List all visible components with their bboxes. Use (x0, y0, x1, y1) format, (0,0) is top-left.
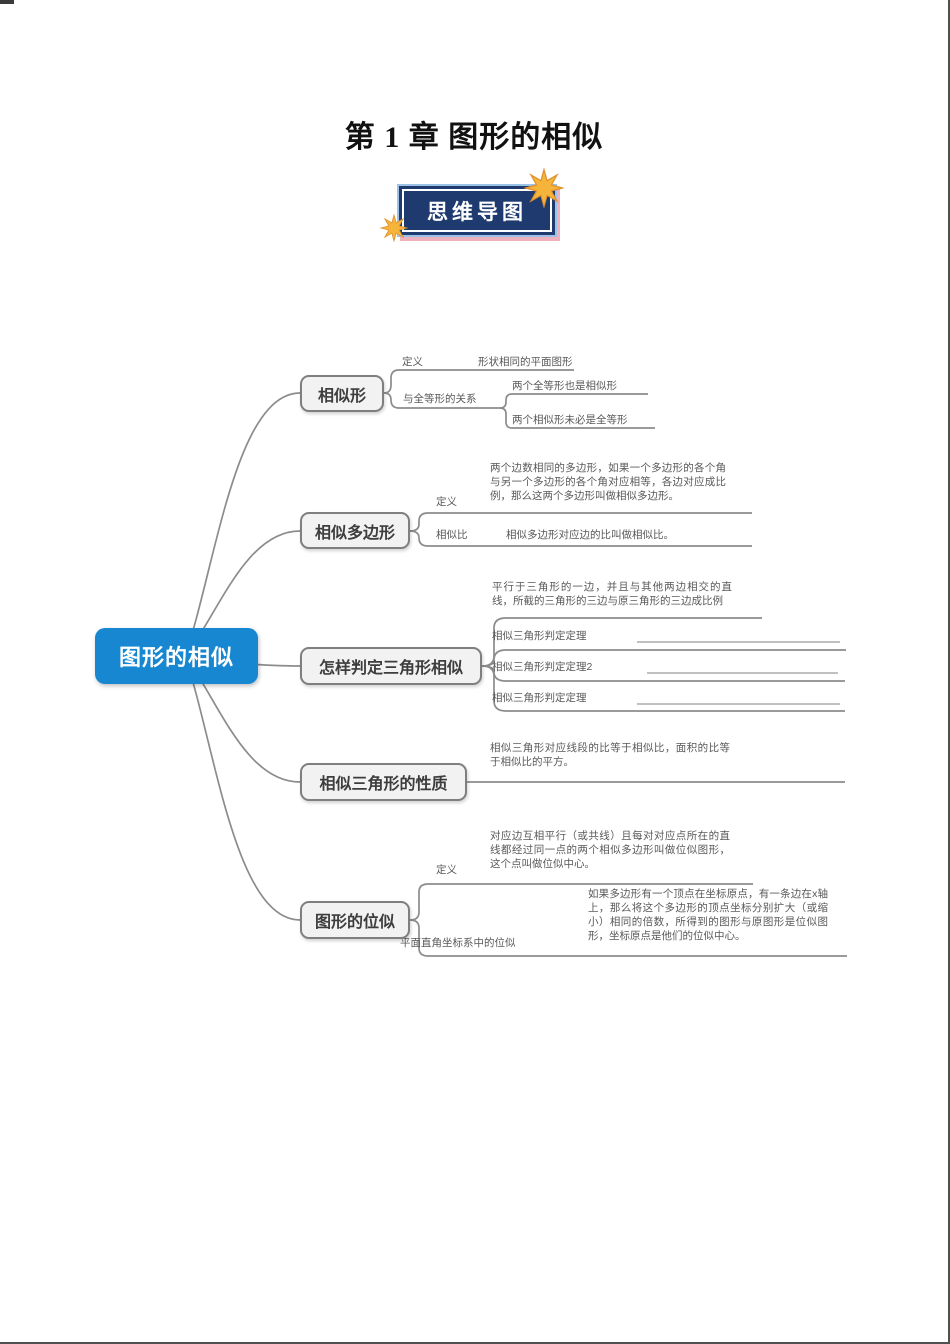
b2-ratio-text: 相似多边形对应边的比叫做相似比。 (506, 529, 674, 541)
b1-definition-text: 形状相同的平面图形 (478, 356, 573, 368)
b1-relation-child2: 两个相似形未必是全等形 (512, 414, 628, 426)
b1-relation-child1: 两个全等形也是相似形 (512, 380, 617, 392)
b5-definition-label: 定义 (436, 864, 457, 876)
branch-node-similar-shapes: 相似形 (300, 375, 384, 412)
branch-node-triangle-similarity-tests: 怎样判定三角形相似 (300, 647, 482, 685)
branch-node-similar-triangle-properties: 相似三角形的性质 (300, 763, 467, 801)
mindmap-root-node: 图形的相似 (95, 628, 258, 684)
b4-property-text: 相似三角形对应线段的比等于相似比，面积的比等于相似比的平方。 (490, 742, 730, 768)
b5-coordinate-label: 平面直角坐标系中的位似 (400, 937, 516, 949)
b2-definition-text: 两个边数相同的多边形，如果一个多边形的各个角与另一个多边形的各个角对应相等，各边… (490, 462, 726, 502)
b1-relation-label: 与全等形的关系 (403, 393, 477, 405)
branch-node-homothetic-figures: 图形的位似 (300, 901, 410, 939)
section-badge-label: 思维导图 (402, 189, 552, 232)
page-title: 第 1 章 图形的相似 (344, 121, 604, 154)
page-corner-mark (0, 0, 14, 4)
b5-definition-text: 对应边互相平行（或共线）且每对对应点所在的直线都经过同一点的两个相似多边形叫做位… (490, 830, 730, 870)
branch-node-similar-polygons: 相似多边形 (300, 512, 410, 549)
b1-definition-label: 定义 (402, 356, 423, 368)
b5-coordinate-text: 如果多边形有一个顶点在坐标原点，有一条边在x轴上，那么将这个多边形的顶点坐标分别… (588, 888, 828, 942)
star-icon (524, 168, 564, 208)
section-badge: 思维导图 (397, 184, 557, 237)
b3-theorem2-label: 相似三角形判定定理2 (492, 661, 593, 673)
b3-theorem3-label: 相似三角形判定定理 (492, 692, 587, 704)
b3-theorem1-label: 相似三角形判定定理 (492, 630, 587, 642)
b2-ratio-label: 相似比 (436, 529, 468, 541)
b2-definition-label: 定义 (436, 496, 457, 508)
b3-intro-text: 平行于三角形的一边，并且与其他两边相交的直线，所截的三角形的三边与原三角形的三边… (492, 581, 732, 607)
star-icon (380, 214, 408, 242)
